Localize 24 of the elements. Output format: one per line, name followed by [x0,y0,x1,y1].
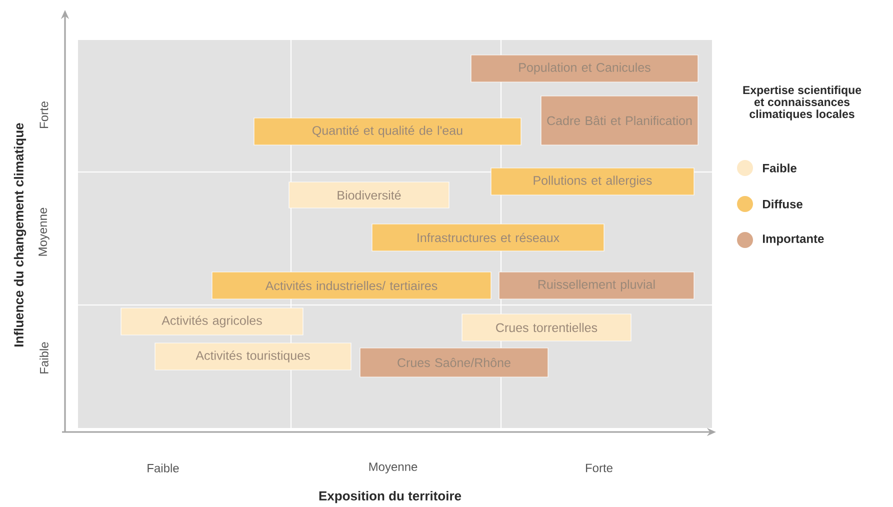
legend-label: Faible [763,164,796,172]
category-box: Biodiversité [288,182,450,208]
axis-title: Exposition du territoire [319,490,462,504]
category-box: Crues torrentielles [462,314,632,342]
category-box: Population et Canicules [470,54,698,82]
category-box: Activités industrielles/ tertiaires [212,272,492,300]
category-box: Pollutions et allergies [490,168,694,196]
legend-label: Diffuse [763,200,802,208]
tick-label: Forte [586,464,612,472]
category-box: Quantité et qualité de l'eau [254,118,522,146]
tick-label: Faible [148,464,179,472]
category-box: Ruissellement pluvial [498,272,694,300]
category-box: Activités agricoles [120,308,304,336]
category-box: Activités touristiques [154,342,352,370]
category-box: Cadre Bâti et Planification [540,96,698,146]
category-box: Infrastructures et réseaux [372,224,604,252]
legend-title: Expertise scientifique et connaissances climatiques locales [743,86,862,120]
legend-label: Importante [763,234,824,246]
tick-label: Faible [40,342,48,374]
category-box: Crues Saône/Rhône [360,348,548,378]
tick-label: Moyenne [369,462,418,474]
tick-label: Moyenne [38,208,50,256]
tick-label: Forte [40,102,48,128]
axis-title: Influence du changement climatique [14,123,26,346]
